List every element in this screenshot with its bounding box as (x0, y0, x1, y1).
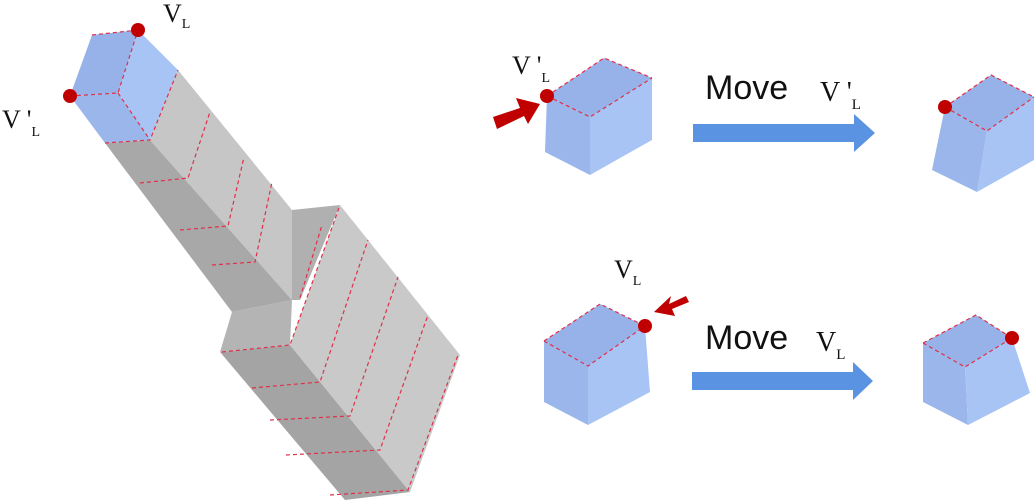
cube-left (923, 343, 968, 425)
row2-move-vertex: VL (816, 327, 845, 363)
column-step-face (292, 205, 340, 300)
label-vprime-main: V 'L (2, 105, 40, 140)
row2-move-arrow (692, 362, 873, 400)
row2-move-text: Move (705, 319, 788, 357)
vertex-dot-vprime (63, 89, 77, 103)
cube-left (544, 341, 588, 425)
section-lines (69, 29, 459, 496)
row1-source-cube (540, 57, 653, 175)
pointer-arrow (654, 296, 689, 316)
row1-source-label: V 'L (512, 51, 550, 86)
cube-right (590, 78, 652, 175)
column-face-upper-dark (105, 140, 292, 312)
row1-move-text: Move (705, 69, 788, 107)
row1-move-arrow (693, 114, 875, 152)
vertex-dot (540, 89, 554, 103)
vertex-dot (1005, 331, 1019, 345)
vertex-dot (638, 319, 652, 333)
pointer-arrow (493, 98, 540, 129)
row1-move-vertex: V 'L (820, 77, 861, 113)
label-vl-main: VL (163, 0, 190, 32)
row-1: V 'L Move V 'L (493, 51, 1035, 192)
cube-top (544, 304, 645, 366)
cube-left (932, 107, 987, 192)
column-face-upper-light (150, 70, 292, 300)
cap-cube-left (70, 93, 150, 143)
cube-left (545, 96, 590, 175)
vertex-dot-vl (131, 23, 145, 37)
column-face-lower-dark (220, 345, 410, 500)
cube-right (977, 97, 1034, 192)
extruded-column (63, 23, 460, 500)
cube-top (923, 315, 1012, 367)
cube-top (945, 75, 1034, 131)
row2-source-label: VL (614, 255, 641, 289)
cube-right (965, 338, 1030, 425)
row2-result-cube (922, 314, 1030, 425)
cube-right (588, 326, 650, 425)
vertex-dot (938, 100, 952, 114)
column-ledge (220, 300, 292, 352)
row1-result-cube (932, 74, 1035, 192)
cap-cube-top (70, 30, 138, 96)
cap-cube-right (118, 30, 178, 140)
row-2: VL Move VL (543, 255, 1030, 425)
column-face-lower-light (290, 205, 460, 492)
row2-source-cube (543, 303, 652, 425)
cube-top (547, 58, 652, 117)
